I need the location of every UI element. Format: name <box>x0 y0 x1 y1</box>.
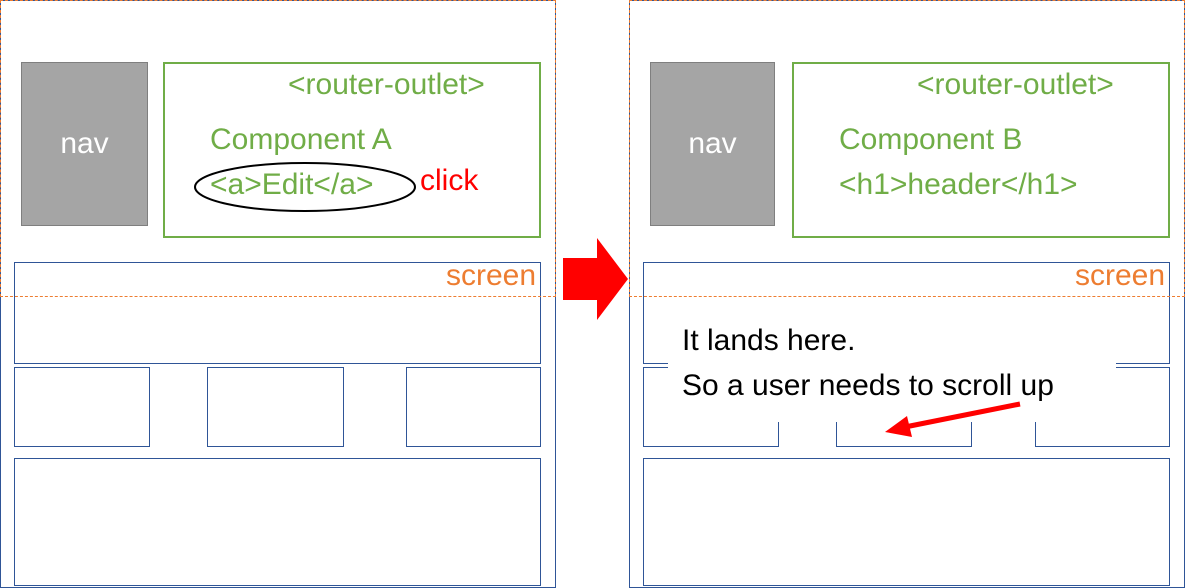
content-block-wide-before <box>14 262 541 364</box>
scroll-up-arrow-shaft <box>904 401 1021 430</box>
content-block-bottom-after <box>643 458 1170 586</box>
content-block-small-1-before <box>14 367 150 447</box>
router-outlet-before <box>163 62 541 238</box>
nav-before: nav <box>21 62 148 226</box>
screen-label-before: screen <box>446 259 537 292</box>
nav-after: nav <box>650 62 775 226</box>
transition-arrow <box>563 238 628 320</box>
landing-note-box <box>668 318 1116 422</box>
content-block-small-2-before <box>207 367 344 447</box>
landing-note-line-1: It lands here. <box>682 324 856 357</box>
header-label: <h1>header</h1> <box>839 168 1078 201</box>
router-outlet-label-before: <router-outlet> <box>288 68 485 101</box>
screen-viewport-before <box>0 0 556 297</box>
screen-viewport-after <box>629 0 1185 297</box>
router-outlet-after <box>792 62 1170 238</box>
content-block-bottom-before <box>14 458 541 586</box>
scroll-up-arrow-head <box>885 416 912 437</box>
click-label: click <box>420 164 479 197</box>
component-a-label: Component A <box>210 123 392 156</box>
component-b-label: Component B <box>839 123 1023 156</box>
edit-link-highlight <box>194 162 416 212</box>
edit-link[interactable]: <a>Edit</a> <box>210 168 374 201</box>
router-outlet-label-after: <router-outlet> <box>917 68 1114 101</box>
landing-note-line-2: So a user needs to scroll up <box>682 369 1054 402</box>
content-block-small-3-before <box>406 367 541 447</box>
screen-label-after: screen <box>1075 259 1166 292</box>
